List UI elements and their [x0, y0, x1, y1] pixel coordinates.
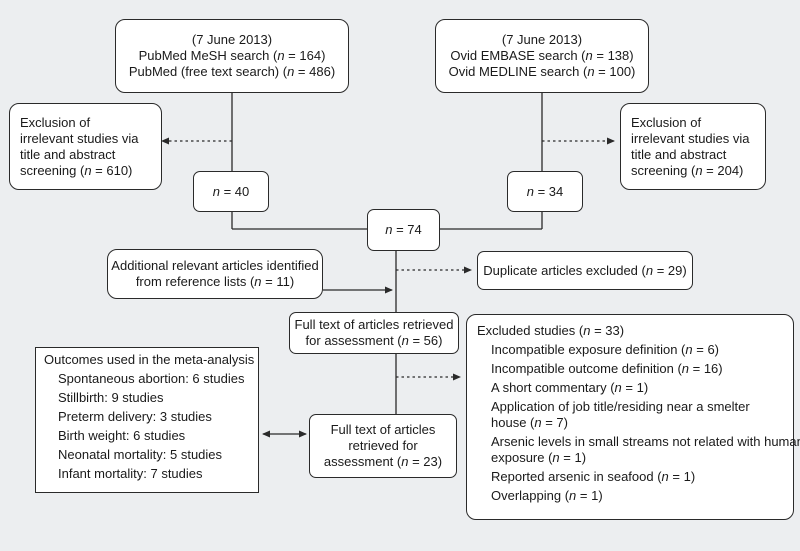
- outcomes-box: Outcomes used in the meta-analysis Spont…: [35, 347, 259, 493]
- count-n74-box: n = 74: [367, 209, 440, 251]
- exclusion-left-box: Exclusion of irrelevant studies via titl…: [9, 103, 162, 190]
- duplicates-box: Duplicate articles excluded (n = 29): [477, 251, 693, 290]
- outcomes-title: Outcomes used in the meta-analysis: [44, 352, 255, 367]
- ovid-date: (7 June 2013): [501, 32, 583, 47]
- pubmed-mesh-line: PubMed MeSH search (n = 164): [138, 48, 326, 63]
- fulltext-23-box: Full text of articles retrieved for asse…: [309, 414, 457, 478]
- exclusion-right-box: Exclusion of irrelevant studies via titl…: [620, 103, 766, 190]
- excluded-studies-box: Excluded studies (n = 33) Incompatible e…: [466, 314, 800, 520]
- list-item: Spontaneous abortion: 6 studies: [58, 371, 245, 386]
- list-item: Incompatible outcome definition (n = 16): [491, 361, 723, 376]
- list-item: A short commentary (n = 1): [491, 380, 649, 395]
- list-item: Incompatible exposure definition (n = 6): [491, 342, 719, 357]
- list-item: Reported arsenic in seafood (n = 1): [491, 469, 696, 484]
- count-n34-box: n = 34: [507, 171, 583, 212]
- list-item: Stillbirth: 9 studies: [58, 390, 164, 405]
- ovid-search-box: (7 June 2013) Ovid EMBASE search (n = 13…: [435, 19, 649, 93]
- list-item: Neonatal mortality: 5 studies: [58, 447, 223, 462]
- list-item: house (n = 7): [491, 415, 568, 430]
- list-item: Infant mortality: 7 studies: [58, 466, 203, 481]
- additional-articles-box: Additional relevant articles identified …: [107, 249, 323, 299]
- fulltext-56-box: Full text of articles retrieved for asse…: [289, 312, 459, 354]
- pubmed-date: (7 June 2013): [191, 32, 273, 47]
- list-item: Birth weight: 6 studies: [58, 428, 186, 443]
- pubmed-freetext-line: PubMed (free text search) (n = 486): [128, 64, 336, 79]
- list-item: Application of job title/residing near a…: [491, 399, 750, 414]
- count-n40-box: n = 40: [193, 171, 269, 212]
- list-item: exposure (n = 1): [491, 450, 587, 465]
- ovid-embase-line: Ovid EMBASE search (n = 138): [450, 48, 634, 63]
- pubmed-search-box: (7 June 2013) PubMed MeSH search (n = 16…: [115, 19, 349, 93]
- list-item: Arsenic levels in small streams not rela…: [491, 434, 800, 449]
- excluded-title: Excluded studies (n = 33): [477, 323, 625, 338]
- list-item: Overlapping (n = 1): [491, 488, 603, 503]
- list-item: Preterm delivery: 3 studies: [58, 409, 212, 424]
- ovid-medline-line: Ovid MEDLINE search (n = 100): [448, 64, 636, 79]
